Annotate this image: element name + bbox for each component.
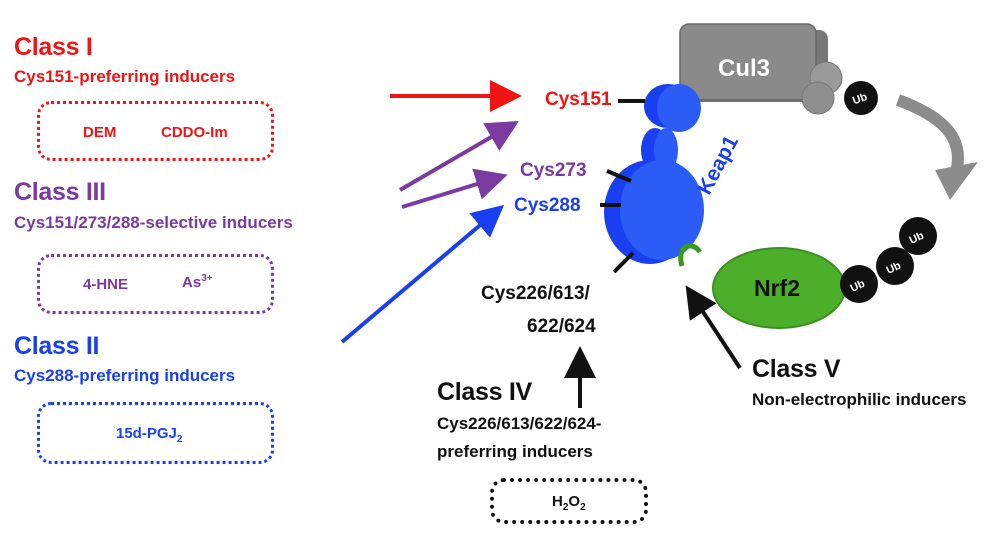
nrf2-label: Nrf2	[754, 275, 800, 301]
cys226-tick	[612, 251, 635, 274]
ubiquitin-transfer-arrowhead	[935, 162, 978, 200]
class1-compound-box: DEM CDDO-Im	[37, 101, 274, 161]
ub-circle-1	[840, 265, 878, 303]
compound-cddo-im: CDDO-Im	[161, 124, 228, 141]
compound-4-hne: 4-HNE	[83, 276, 129, 293]
cul3-label: Cul3	[718, 55, 770, 82]
class4-compound-box: H2O2	[490, 478, 648, 524]
class5-subtitle: Non-electrophilic inducers	[752, 390, 967, 409]
cys273-tick	[606, 169, 632, 183]
cys273-label: Cys273	[520, 160, 587, 181]
ub-circle-3	[899, 217, 937, 255]
ub-circle-2	[876, 247, 914, 285]
class3-arrow-to-cys151	[398, 120, 519, 192]
class2-arrow	[340, 204, 505, 344]
class4-subtitle-line2: preferring inducers	[437, 442, 593, 461]
ub-circle-cul3	[844, 81, 878, 115]
ub-label-cul3: Ub	[851, 91, 869, 107]
ubiquitin-transfer-arrow	[895, 94, 964, 174]
ub-label-2: Ub	[885, 260, 904, 277]
keap1-label: Keap1	[693, 132, 743, 199]
cys226-label-line2: 622/624	[527, 316, 596, 337]
class3-subtitle: Cys151/273/288-selective inducers	[14, 213, 293, 232]
compound-arsenic: As3+	[182, 273, 213, 291]
class2-title: Class II	[14, 332, 100, 360]
class5-arrow	[685, 285, 742, 370]
class1-subtitle: Cys151-preferring inducers	[14, 67, 236, 86]
class5-title: Class V	[752, 355, 841, 383]
keap1-protein	[604, 84, 704, 264]
ub-label-1: Ub	[849, 278, 868, 295]
class3-title: Class III	[14, 178, 106, 206]
cys288-label: Cys288	[514, 195, 581, 216]
compound-15d-pgj2: 15d-PGJ2	[116, 425, 183, 445]
class2-compound-box: 15d-PGJ2	[37, 402, 274, 464]
cys151-label: Cys151	[545, 89, 612, 110]
compound-h2o2: H2O2	[552, 493, 586, 513]
class2-subtitle: Cys288-preferring inducers	[14, 366, 236, 385]
ub-label-3: Ub	[908, 230, 927, 247]
class3-compound-box: 4-HNE As3+	[37, 254, 274, 314]
cul3-protein	[679, 23, 843, 115]
cys226-label-line1: Cys226/613/	[481, 283, 590, 304]
class1-title: Class I	[14, 33, 93, 61]
class3-arrow-to-cys273	[401, 168, 508, 209]
class4-subtitle-line1: Cys226/613/622/624-	[437, 414, 602, 433]
compound-dem: DEM	[83, 124, 117, 141]
class4-title: Class IV	[437, 378, 532, 406]
